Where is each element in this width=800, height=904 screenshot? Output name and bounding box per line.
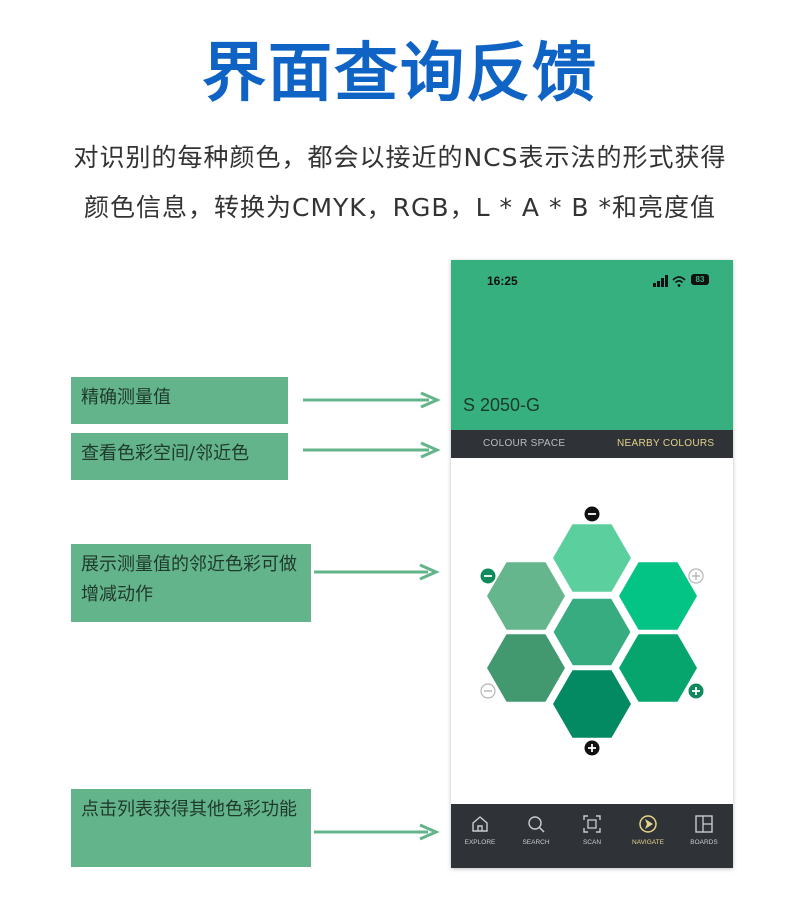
nav-label: SCAN (582, 839, 602, 846)
nearby-colours-grid (480, 506, 704, 756)
callout-label: 查看色彩空间/邻近色 (81, 443, 250, 464)
navigate-icon (639, 815, 657, 833)
arrow-icon (303, 441, 441, 459)
phone-screen: 16:25 83 S 2050-G COLOUR SPACE NEARBY CO… (451, 260, 733, 868)
nav-navigate[interactable]: NAVIGATE (620, 804, 676, 868)
hex-center[interactable] (552, 597, 632, 667)
ncs-color-code: S 2050-G (463, 395, 541, 415)
subtitle-line-2: 颜色信息，转换为CMYK，RGB，L * A * B *和亮度值 (83, 193, 716, 222)
nav-label: BOARDS (690, 839, 718, 846)
signal-wifi-icon (653, 275, 686, 287)
nav-scan[interactable]: SCAN (564, 804, 620, 868)
callout-nav-list: 点击列表获得其他色彩功能 (71, 789, 311, 867)
increase-lower-right-button[interactable] (688, 683, 704, 699)
decrease-top-button[interactable] (584, 506, 600, 522)
arrow-icon (314, 563, 440, 581)
scan-icon (583, 815, 601, 833)
tab-nearby-colours[interactable]: NEARBY COLOURS (617, 438, 715, 449)
callout-nearby-colours: 展示测量值的邻近色彩可做增减动作 (71, 544, 311, 622)
callout-label: 展示测量值的邻近色彩可做增减动作 (81, 554, 297, 605)
increase-right-disabled-button[interactable] (688, 568, 704, 584)
bottom-nav: EXPLORE SEARCH SCAN NAVIGATE (451, 804, 733, 868)
hex-upper-left[interactable] (487, 562, 565, 630)
page-title: 界面查询反馈 (202, 37, 598, 111)
nav-label: SEARCH (522, 839, 550, 846)
subtitle-line-1: 对识别的每种颜色，都会以接近的NCS表示法的形式获得 (73, 143, 727, 172)
hex-lower-right[interactable] (619, 634, 697, 702)
callout-label: 精确测量值 (81, 387, 171, 408)
arrow-icon (314, 823, 440, 841)
boards-icon (695, 815, 713, 833)
home-icon (472, 816, 488, 832)
nav-boards[interactable]: BOARDS (676, 804, 732, 868)
color-swatch-header[interactable]: 16:25 83 S 2050-G (451, 260, 733, 430)
hex-lower-left[interactable] (487, 634, 565, 702)
nav-label: NAVIGATE (632, 839, 664, 846)
nav-label: EXPLORE (464, 839, 496, 846)
callout-label: 点击列表获得其他色彩功能 (81, 799, 297, 820)
arrow-icon (303, 391, 441, 409)
nav-search[interactable]: SEARCH (508, 804, 564, 868)
decrease-left-button[interactable] (480, 568, 496, 584)
tab-colour-space[interactable]: COLOUR SPACE (483, 438, 566, 449)
hex-bottom[interactable] (553, 670, 631, 738)
callout-colour-space: 查看色彩空间/邻近色 (71, 433, 288, 480)
increase-bottom-button[interactable] (584, 740, 600, 756)
search-icon (528, 816, 545, 833)
nav-explore[interactable]: EXPLORE (452, 804, 508, 868)
status-time: 16:25 (487, 274, 518, 288)
tab-bar: COLOUR SPACE NEARBY COLOURS (451, 430, 733, 458)
decrease-lower-left-disabled-button[interactable] (480, 683, 496, 699)
hex-top[interactable] (553, 524, 631, 592)
callout-precise-value: 精确测量值 (71, 377, 288, 424)
battery-icon: 83 (691, 274, 709, 285)
hex-upper-right[interactable] (619, 562, 697, 630)
